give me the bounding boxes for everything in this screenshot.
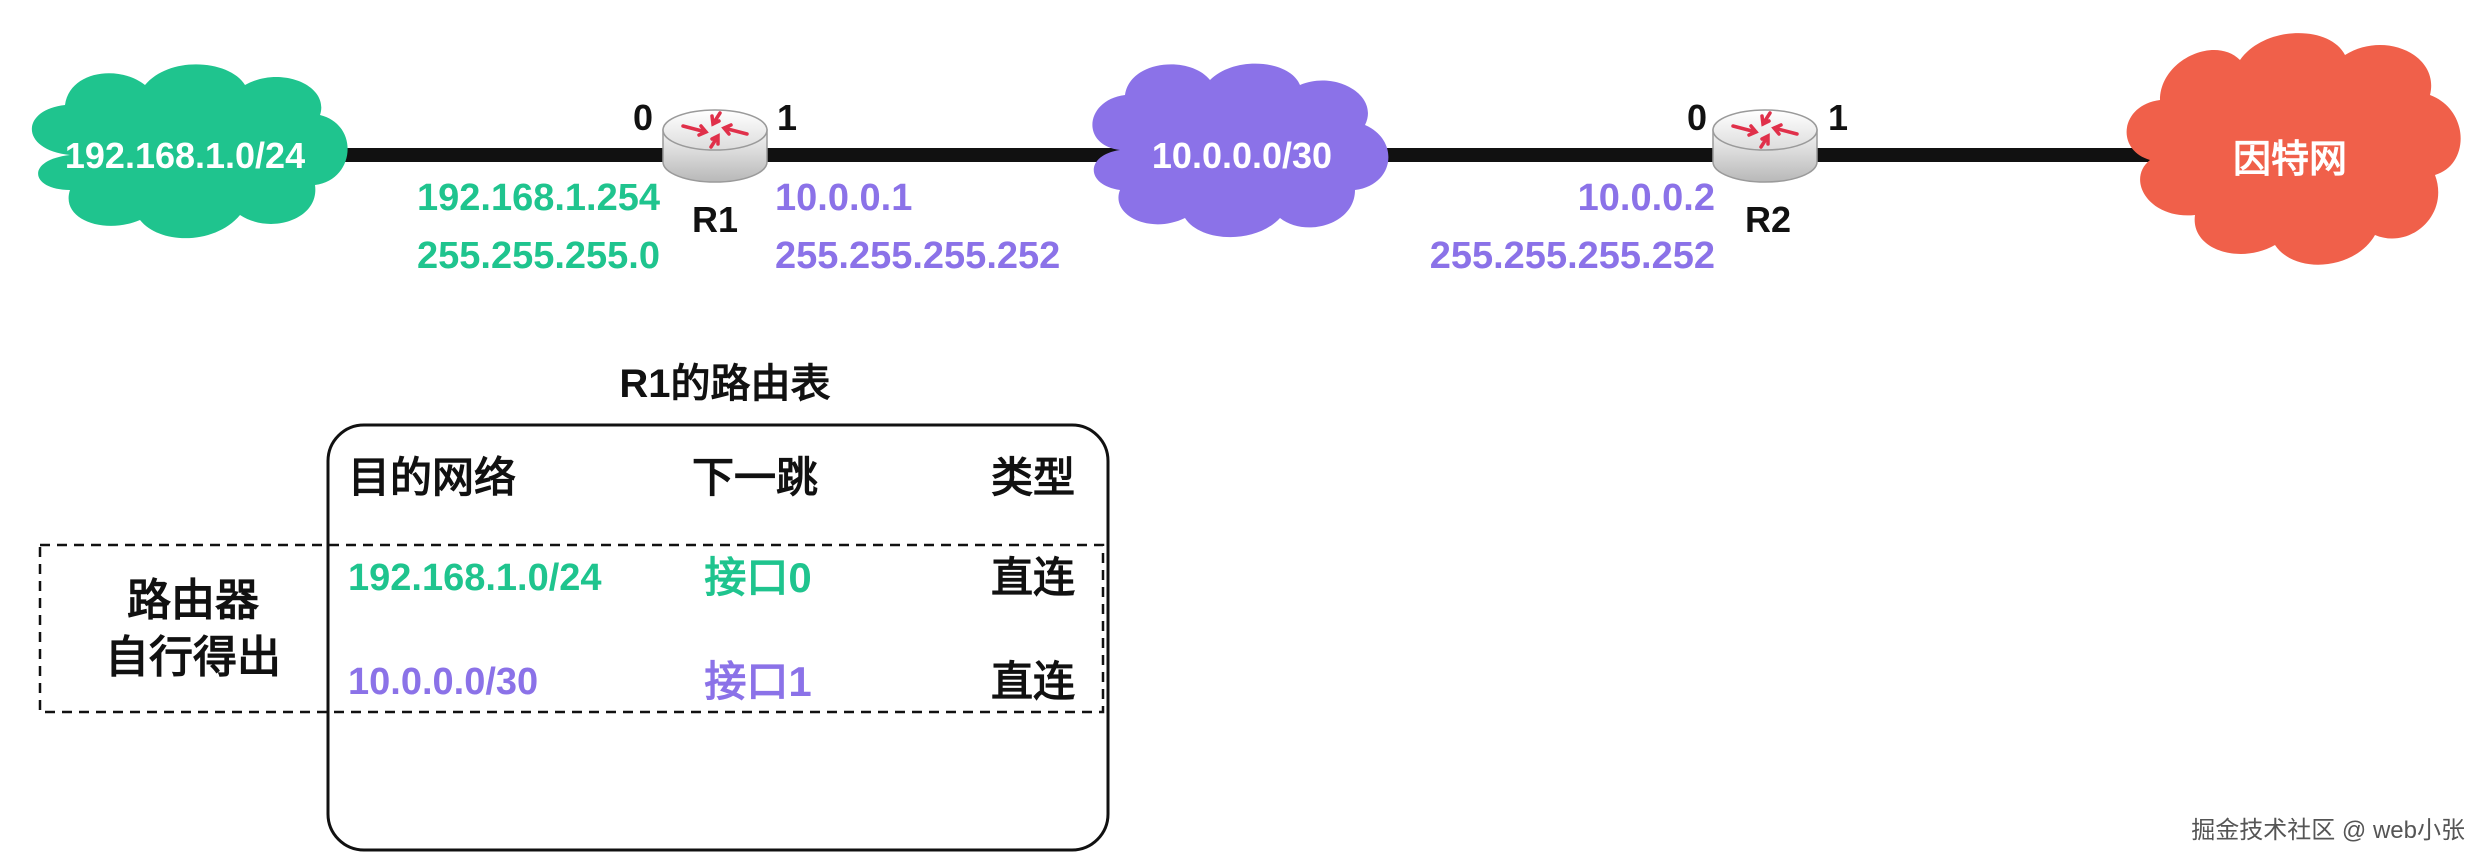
r2-port1: 1: [1828, 97, 1848, 138]
routing-table-title: R1的路由表: [619, 362, 830, 406]
r2-port0: 0: [1687, 97, 1707, 138]
r1-if0-ip: 192.168.1.254: [417, 177, 660, 219]
lan-network-label: 192.168.1.0/24: [65, 135, 305, 176]
r1-name: R1: [692, 199, 738, 240]
header-type: 类型: [991, 454, 1075, 501]
row1-dest: 192.168.1.0/24: [348, 557, 602, 599]
r1-port1: 1: [777, 97, 797, 138]
r2-if0-ip: 10.0.0.2: [1578, 177, 1715, 219]
internet-cloud: 因特网: [2126, 33, 2461, 265]
lan-cloud: 192.168.1.0/24: [31, 64, 348, 239]
transit-cloud: 10.0.0.0/30: [1092, 63, 1389, 238]
r1-port0: 0: [633, 97, 653, 138]
side-label-line2: 自行得出: [105, 633, 281, 682]
derived-routes-box: [38, 543, 1105, 714]
header-dest: 目的网络: [348, 454, 516, 501]
r2-if0-mask: 255.255.255.252: [1430, 235, 1715, 277]
transit-network-label: 10.0.0.0/30: [1152, 135, 1332, 176]
r2-name: R2: [1745, 199, 1791, 240]
side-label-line1: 路由器: [127, 576, 260, 625]
router-r1-icon: [662, 109, 768, 183]
r1-if1-ip: 10.0.0.1: [775, 177, 912, 219]
router-r2-icon: [1712, 109, 1818, 183]
row1-type: 直连: [991, 554, 1076, 601]
row2-next-hop: 接口1: [704, 658, 811, 705]
row2-type: 直连: [991, 658, 1076, 705]
row1-next-hop: 接口0: [704, 554, 811, 601]
internet-label: 因特网: [2233, 139, 2347, 181]
r1-if1-mask: 255.255.255.252: [775, 235, 1060, 277]
header-next-hop: 下一跳: [692, 454, 818, 501]
row2-dest: 10.0.0.0/30: [348, 661, 538, 703]
r1-if0-mask: 255.255.255.0: [417, 235, 660, 277]
routing-table-frame: [326, 423, 1110, 852]
watermark: 掘金技术社区 @ web小张: [2191, 817, 2465, 844]
